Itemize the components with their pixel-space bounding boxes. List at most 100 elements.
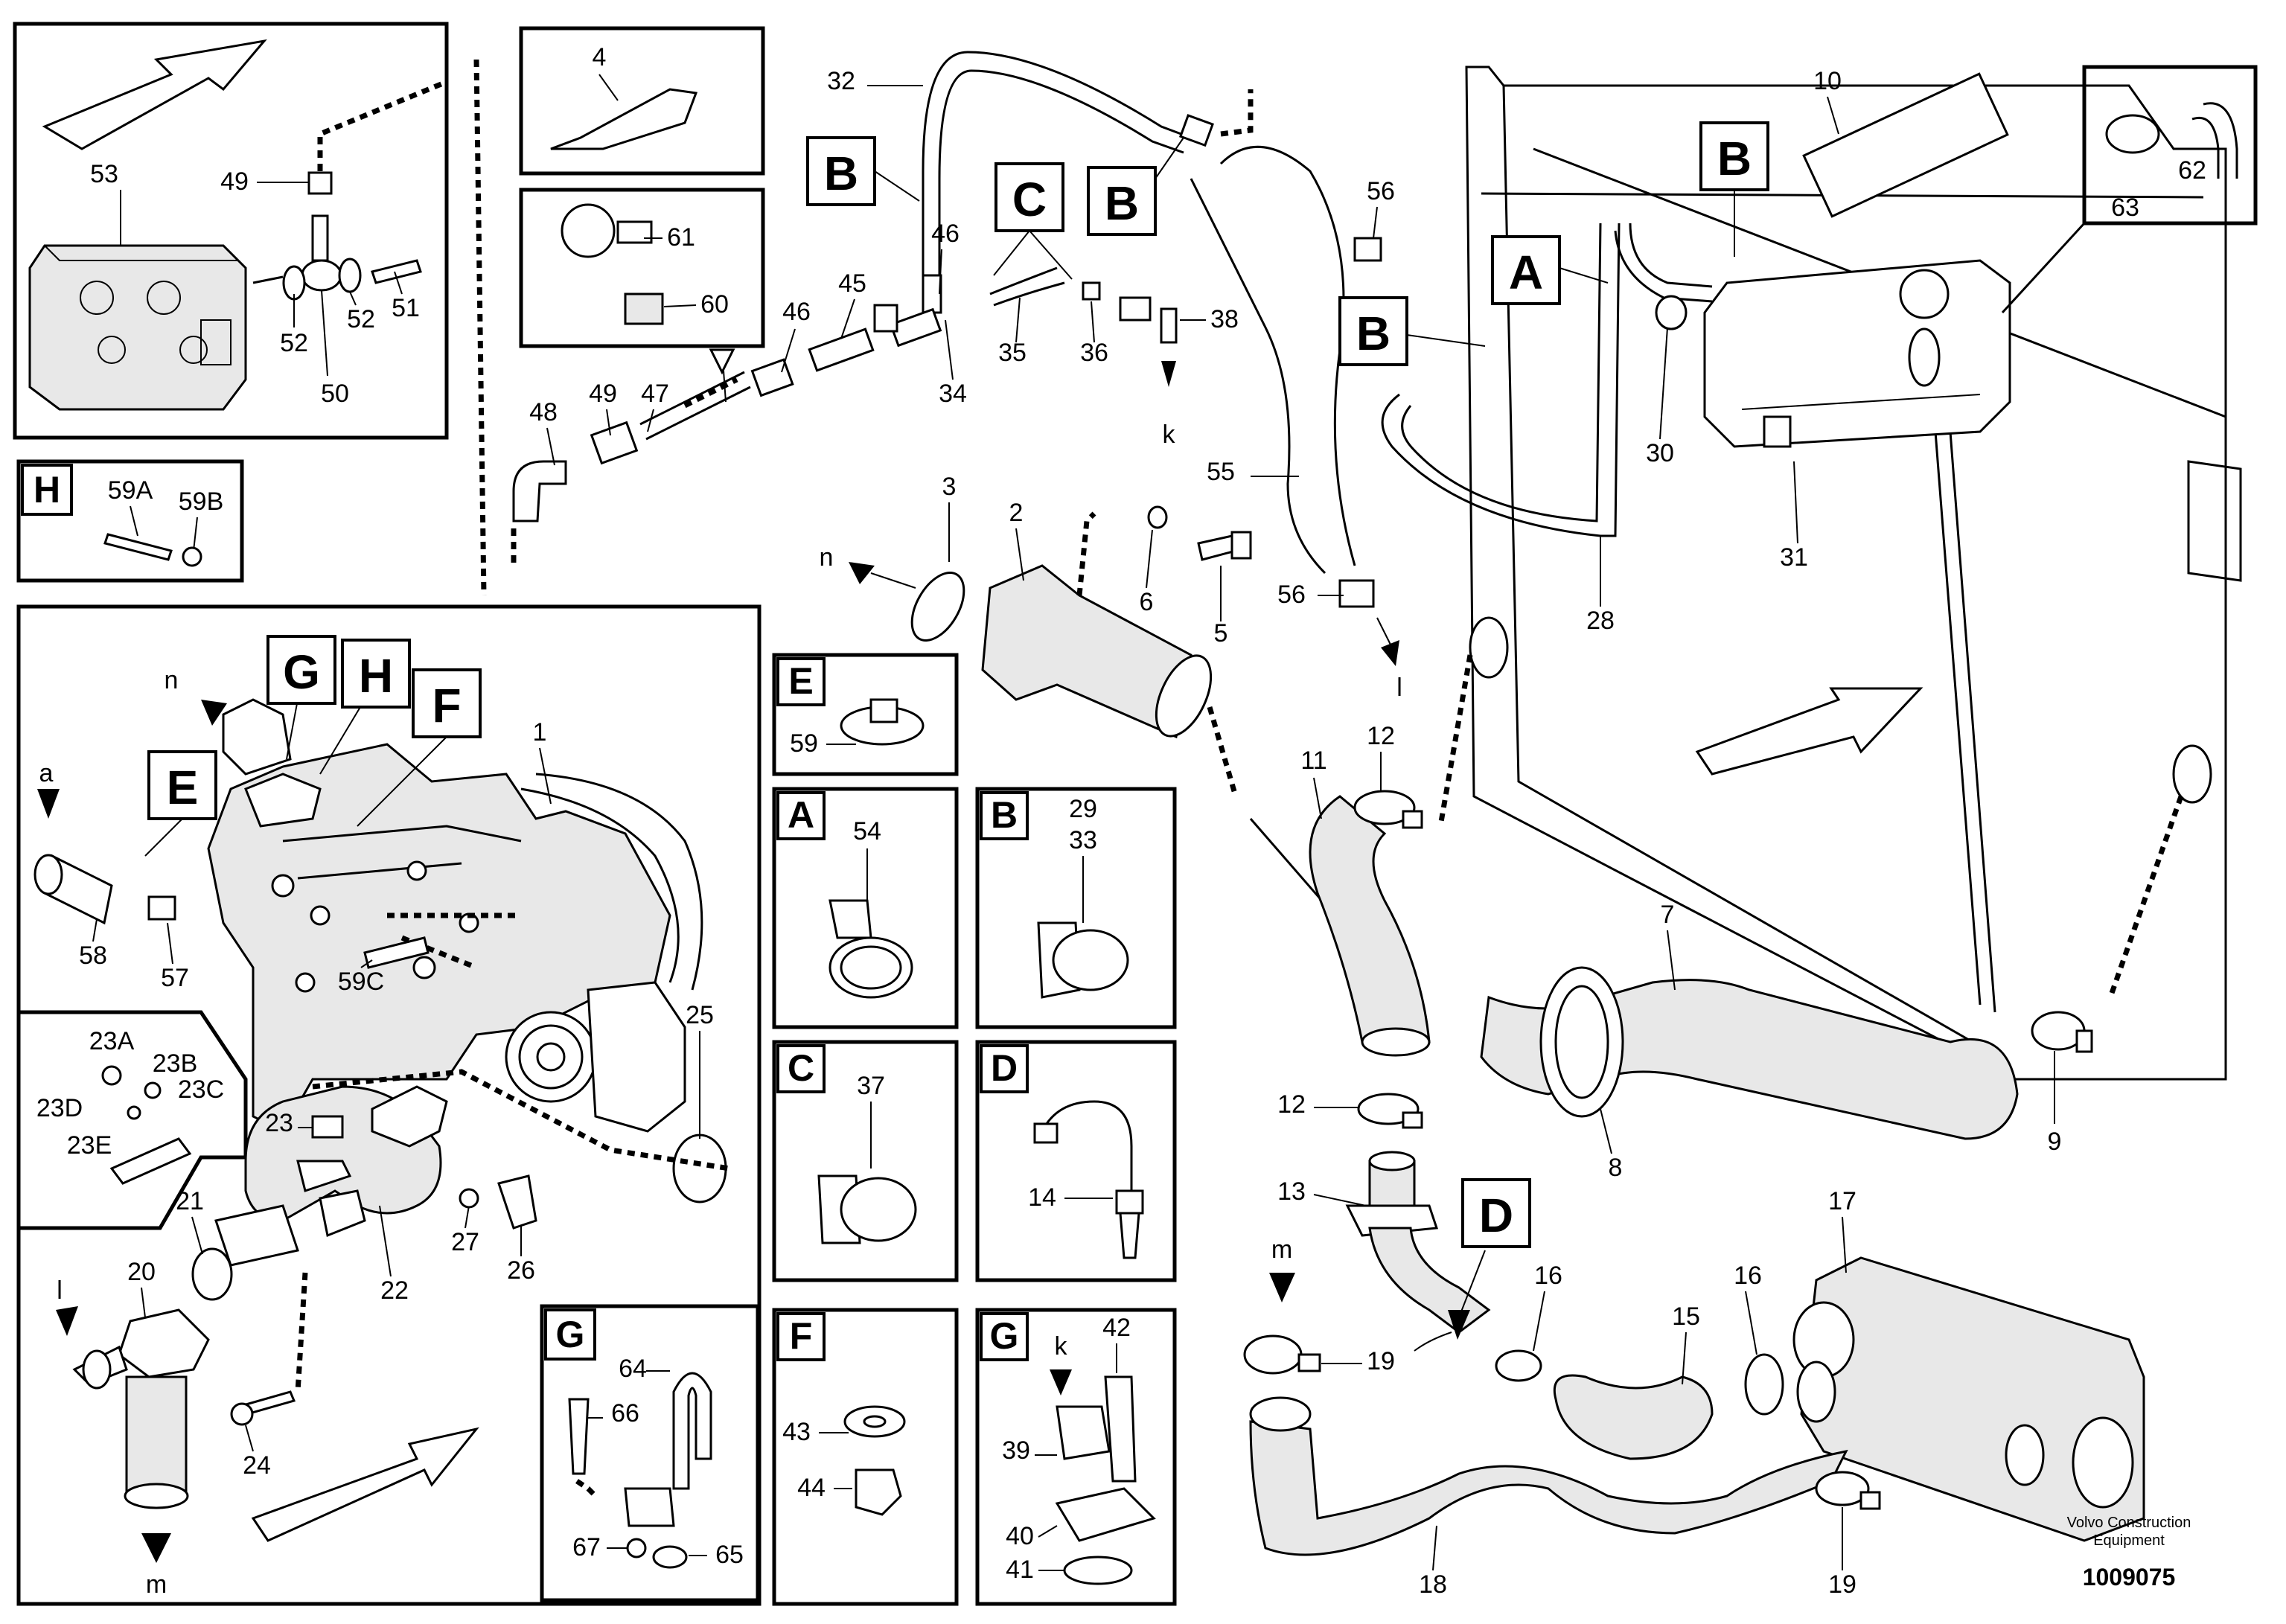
svg-text:m: m [146, 1570, 167, 1599]
svg-text:60: 60 [700, 290, 729, 319]
flow-arrow-radiator [1695, 687, 1923, 776]
svg-text:D: D [1479, 1189, 1513, 1242]
svg-text:49: 49 [589, 380, 617, 408]
svg-text:44: 44 [797, 1474, 826, 1502]
oil-cooler [1800, 1256, 2145, 1542]
svg-text:23A: 23A [89, 1027, 135, 1055]
svg-text:k: k [1055, 1332, 1068, 1361]
cylinder-head [28, 244, 247, 411]
reference-number: 1009075 [2083, 1564, 2176, 1591]
credit-line-2: Equipment [2093, 1532, 2165, 1549]
svg-text:18: 18 [1419, 1570, 1447, 1599]
svg-text:59: 59 [790, 729, 818, 758]
svg-text:8: 8 [1609, 1154, 1623, 1182]
detail-box-a: A 54 [772, 787, 959, 1029]
svg-text:16: 16 [1734, 1262, 1762, 1290]
svg-text:B: B [1356, 307, 1391, 360]
credit-line-1: Volvo Construction [2067, 1515, 2191, 1531]
svg-text:54: 54 [853, 817, 881, 845]
svg-text:36: 36 [1080, 339, 1108, 367]
svg-text:30: 30 [1646, 439, 1674, 467]
svg-text:46: 46 [782, 298, 811, 326]
svg-text:B: B [824, 147, 858, 200]
svg-text:51: 51 [392, 294, 420, 322]
svg-text:D: D [991, 1047, 1018, 1089]
svg-text:3: 3 [942, 473, 957, 501]
svg-text:26: 26 [507, 1256, 535, 1285]
svg-text:52: 52 [347, 305, 375, 333]
svg-text:C: C [1012, 173, 1047, 226]
svg-text:n: n [820, 543, 834, 572]
svg-text:E: E [167, 761, 199, 814]
svg-text:63: 63 [2111, 194, 2139, 222]
svg-text:65: 65 [715, 1541, 744, 1569]
svg-text:49: 49 [220, 167, 249, 196]
svg-text:9: 9 [2048, 1128, 2062, 1156]
direction-arrow [42, 39, 267, 150]
svg-text:21: 21 [176, 1187, 204, 1215]
svg-text:C: C [788, 1047, 814, 1089]
svg-text:23C: 23C [178, 1075, 224, 1104]
detail-box-c: C 37 [772, 1040, 959, 1282]
svg-text:23E: 23E [67, 1131, 112, 1160]
svg-text:24: 24 [243, 1451, 271, 1480]
callout-53: 53 [90, 160, 118, 188]
cylinder-head-panel: 53 49 52 50 52 51 [13, 22, 449, 440]
svg-text:12: 12 [1277, 1090, 1306, 1119]
detail-box-g-right: G 42 k 39 40 41 [975, 1308, 1177, 1606]
svg-text:F: F [790, 1315, 813, 1357]
svg-text:G: G [990, 1315, 1019, 1357]
svg-text:42: 42 [1102, 1314, 1131, 1342]
svg-text:B: B [1717, 132, 1752, 185]
svg-text:34: 34 [939, 380, 967, 408]
detail-box-d: D 14 [975, 1040, 1177, 1282]
svg-text:l: l [57, 1276, 63, 1305]
detail-box-f: F 43 44 [772, 1308, 959, 1606]
svg-text:G: G [283, 645, 320, 699]
svg-text:k: k [1163, 421, 1176, 449]
svg-text:27: 27 [451, 1228, 479, 1256]
svg-text:11: 11 [1300, 747, 1326, 775]
svg-text:45: 45 [838, 269, 866, 298]
svg-text:2: 2 [1009, 499, 1024, 527]
svg-text:59C: 59C [338, 968, 384, 996]
svg-text:17: 17 [1828, 1187, 1856, 1215]
detail-box-h: H 59A 59B [16, 459, 244, 583]
svg-text:l: l [1396, 674, 1402, 702]
svg-text:39: 39 [1002, 1436, 1030, 1465]
svg-text:7: 7 [1661, 901, 1675, 929]
svg-text:4: 4 [593, 43, 607, 71]
credit-block: Volvo Construction Equipment 1009075 [2067, 1515, 2191, 1591]
svg-text:1: 1 [533, 718, 547, 747]
svg-text:38: 38 [1210, 305, 1239, 333]
svg-text:23: 23 [265, 1109, 293, 1137]
svg-text:52: 52 [280, 329, 308, 357]
svg-text:64: 64 [619, 1355, 647, 1383]
svg-text:61: 61 [667, 223, 695, 252]
svg-text:23B: 23B [153, 1049, 198, 1078]
svg-text:G: G [556, 1314, 585, 1355]
svg-text:58: 58 [79, 942, 107, 970]
svg-text:6: 6 [1140, 588, 1154, 616]
vent-hoses: 32 46 45 35 36 38 34 46 47 49 [511, 51, 1254, 566]
svg-text:5: 5 [1214, 619, 1228, 648]
svg-text:59B: 59B [179, 487, 224, 516]
svg-text:37: 37 [857, 1072, 885, 1100]
svg-text:m: m [1271, 1235, 1292, 1264]
svg-text:67: 67 [572, 1533, 601, 1561]
svg-text:40: 40 [1006, 1522, 1034, 1550]
svg-text:a: a [39, 759, 54, 787]
svg-text:35: 35 [998, 339, 1027, 367]
svg-text:25: 25 [686, 1001, 714, 1029]
svg-text:15: 15 [1672, 1302, 1700, 1331]
svg-text:B: B [991, 794, 1018, 836]
svg-text:19: 19 [1367, 1347, 1395, 1375]
svg-text:F: F [432, 679, 461, 732]
svg-text:29: 29 [1069, 795, 1097, 823]
svg-text:41: 41 [1006, 1556, 1034, 1584]
svg-text:20: 20 [127, 1258, 156, 1286]
svg-text:47: 47 [641, 380, 669, 408]
svg-text:62: 62 [2178, 156, 2206, 185]
svg-text:H: H [359, 649, 393, 703]
